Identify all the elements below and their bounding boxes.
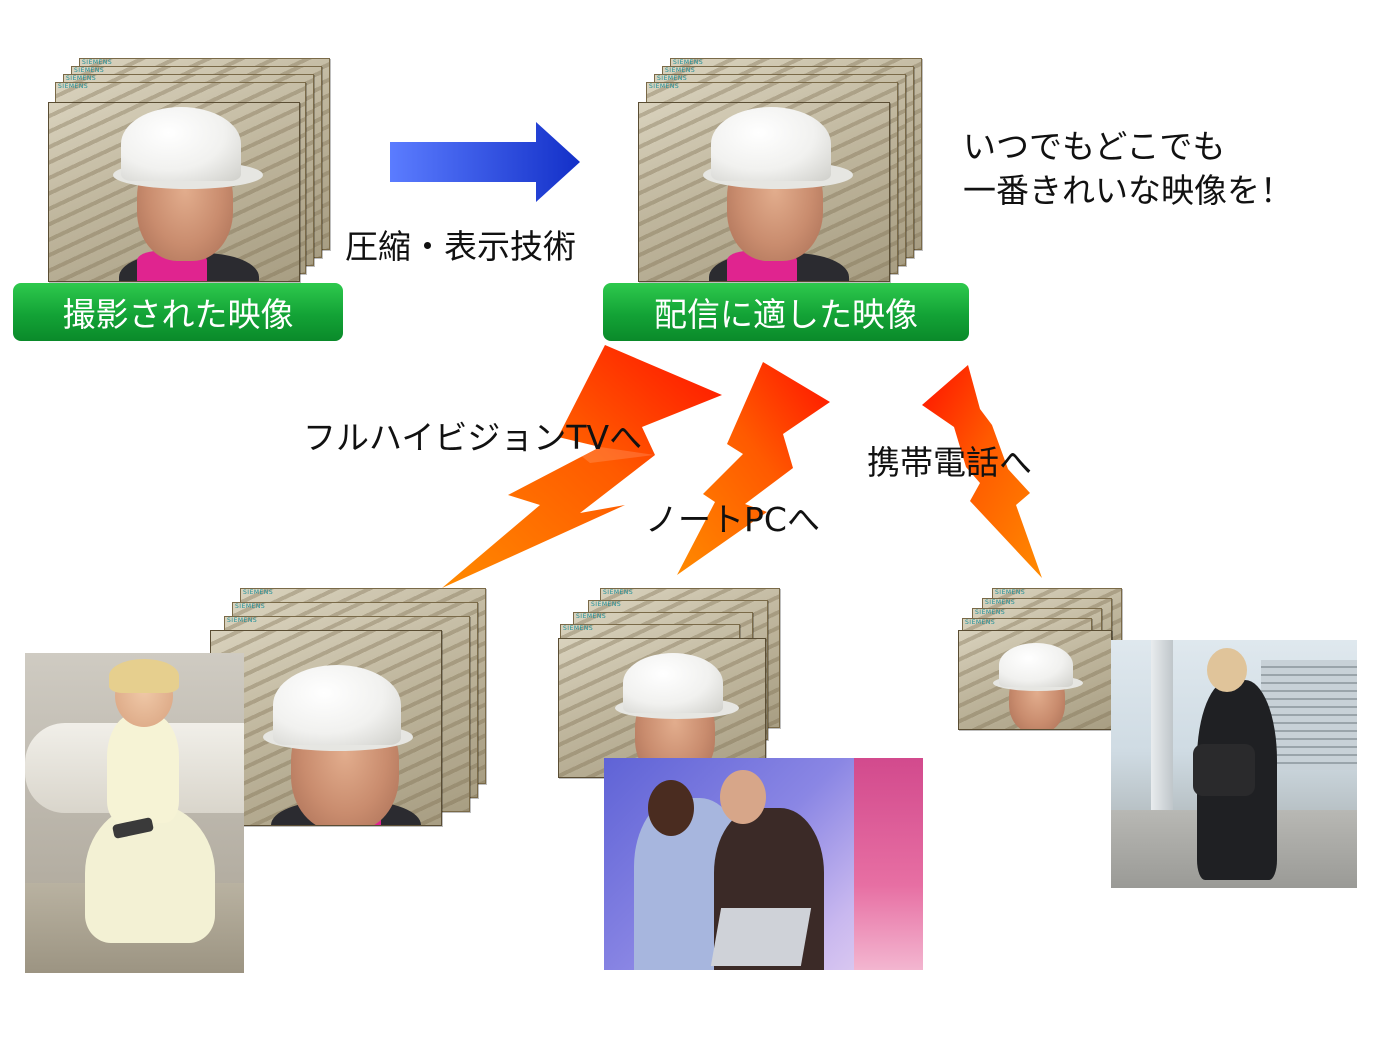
- businessmen-notebook-photo: [604, 758, 923, 970]
- girl-watching-tv-photo: [25, 653, 244, 973]
- compression-technology-label: 圧縮・表示技術: [345, 227, 576, 266]
- mobile-video-stack: SIEMENS SIEMENS SIEMENS SIEMENS: [958, 588, 1122, 730]
- captured-video-stack: SIEMENS SIEMENS SIEMENS SIEMENS: [48, 58, 330, 282]
- video-frame-front: [558, 638, 766, 778]
- video-frame-front: [958, 630, 1112, 730]
- hdtv-video-stack: SIEMENS SIEMENS SIEMENS: [210, 588, 486, 826]
- video-frame-front: [638, 102, 890, 282]
- hdtv-destination-label: フルハイビジョンTVへ: [303, 418, 643, 457]
- captured-video-label: 撮影された映像: [13, 283, 343, 341]
- right-arrow-icon: [390, 122, 580, 202]
- notebook-video-stack: SIEMENS SIEMENS SIEMENS SIEMENS: [558, 588, 780, 778]
- distribution-video-stack: SIEMENS SIEMENS SIEMENS SIEMENS: [638, 58, 922, 282]
- lightning-bolt-icon: [442, 345, 722, 588]
- distribution-video-label: 配信に適した映像: [603, 283, 969, 341]
- tagline-line-2: 一番きれいな映像を！: [963, 171, 1293, 210]
- notebook-destination-label: ノートPCへ: [645, 500, 820, 539]
- businesswoman-phone-photo: [1111, 640, 1357, 888]
- video-frame-front: [210, 630, 442, 826]
- mobile-destination-label: 携帯電話へ: [867, 443, 1032, 482]
- tagline-line-1: いつでもどこでも: [963, 127, 1226, 166]
- lightning-bolt-icon: [922, 365, 1042, 578]
- video-frame-front: [48, 102, 300, 282]
- lightning-bolt-icon: [677, 362, 830, 575]
